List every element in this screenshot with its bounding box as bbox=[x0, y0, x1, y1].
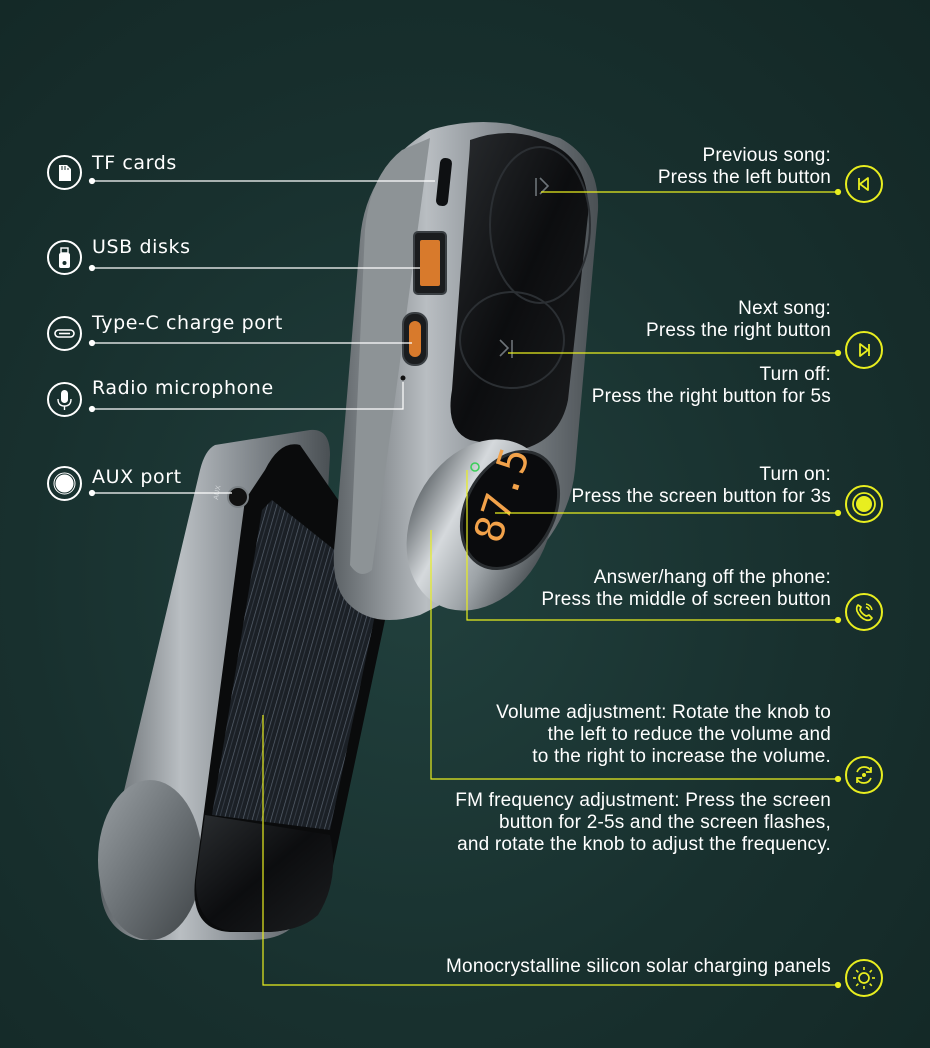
solar-label: Monocrystalline silicon solar charging p… bbox=[446, 956, 831, 978]
usb-stick-icon bbox=[47, 240, 82, 275]
rotate-icon bbox=[845, 756, 883, 794]
fm-label: FM frequency adjustment: Press the scree… bbox=[455, 790, 831, 856]
previous-song-desc: Press the left button bbox=[657, 167, 831, 188]
phone-icon bbox=[845, 593, 883, 631]
volume-line-3: to the right to increase the volume. bbox=[532, 746, 831, 767]
tf-cards-label: TF cards bbox=[92, 152, 177, 174]
next-song-desc: Press the right button bbox=[645, 320, 831, 341]
turn-off-desc: Press the right button for 5s bbox=[591, 386, 831, 407]
radio-mic-label: Radio microphone bbox=[92, 377, 274, 399]
power-icon bbox=[845, 485, 883, 523]
turn-on-label: Turn on: Press the screen button for 3s bbox=[572, 464, 831, 508]
volume-line-1: Volume adjustment: Rotate the knob to bbox=[496, 702, 831, 723]
aux-jack-icon bbox=[47, 466, 82, 501]
answer-title: Answer/hang off the phone: bbox=[593, 567, 831, 588]
turn-off-title: Turn off: bbox=[759, 364, 831, 385]
type-c-icon bbox=[47, 316, 82, 351]
fm-line-3: and rotate the knob to adjust the freque… bbox=[457, 834, 831, 855]
aux-port-label: AUX port bbox=[92, 466, 182, 488]
previous-song-label: Previous song: Press the left button bbox=[658, 145, 831, 189]
usb-disks-label: USB disks bbox=[92, 236, 191, 258]
previous-song-title: Previous song: bbox=[702, 145, 831, 166]
turn-on-title: Turn on: bbox=[759, 464, 831, 485]
sun-icon bbox=[845, 959, 883, 997]
turn-off-label: Turn off: Press the right button for 5s bbox=[592, 364, 831, 408]
next-song-label: Next song: Press the right button bbox=[646, 298, 831, 342]
previous-track-icon bbox=[845, 165, 883, 203]
solar-desc: Monocrystalline silicon solar charging p… bbox=[446, 956, 831, 977]
transmitter-head: 87.5 bbox=[333, 122, 599, 620]
volume-line-2: the left to reduce the volume and bbox=[547, 724, 831, 745]
next-song-title: Next song: bbox=[738, 298, 831, 319]
volume-label: Volume adjustment: Rotate the knob to th… bbox=[496, 702, 831, 768]
next-track-icon bbox=[845, 331, 883, 369]
type-c-label: Type-C charge port bbox=[92, 312, 283, 334]
turn-on-desc: Press the screen button for 3s bbox=[571, 486, 831, 507]
fm-line-1: FM frequency adjustment: Press the scree… bbox=[455, 790, 831, 811]
microphone-icon bbox=[47, 382, 82, 417]
answer-desc: Press the middle of screen button bbox=[541, 589, 831, 610]
solar-arm: AUX bbox=[98, 429, 389, 940]
answer-label: Answer/hang off the phone: Press the mid… bbox=[541, 567, 831, 611]
fm-line-2: button for 2-5s and the screen flashes, bbox=[498, 812, 831, 833]
sd-card-icon bbox=[47, 155, 82, 190]
